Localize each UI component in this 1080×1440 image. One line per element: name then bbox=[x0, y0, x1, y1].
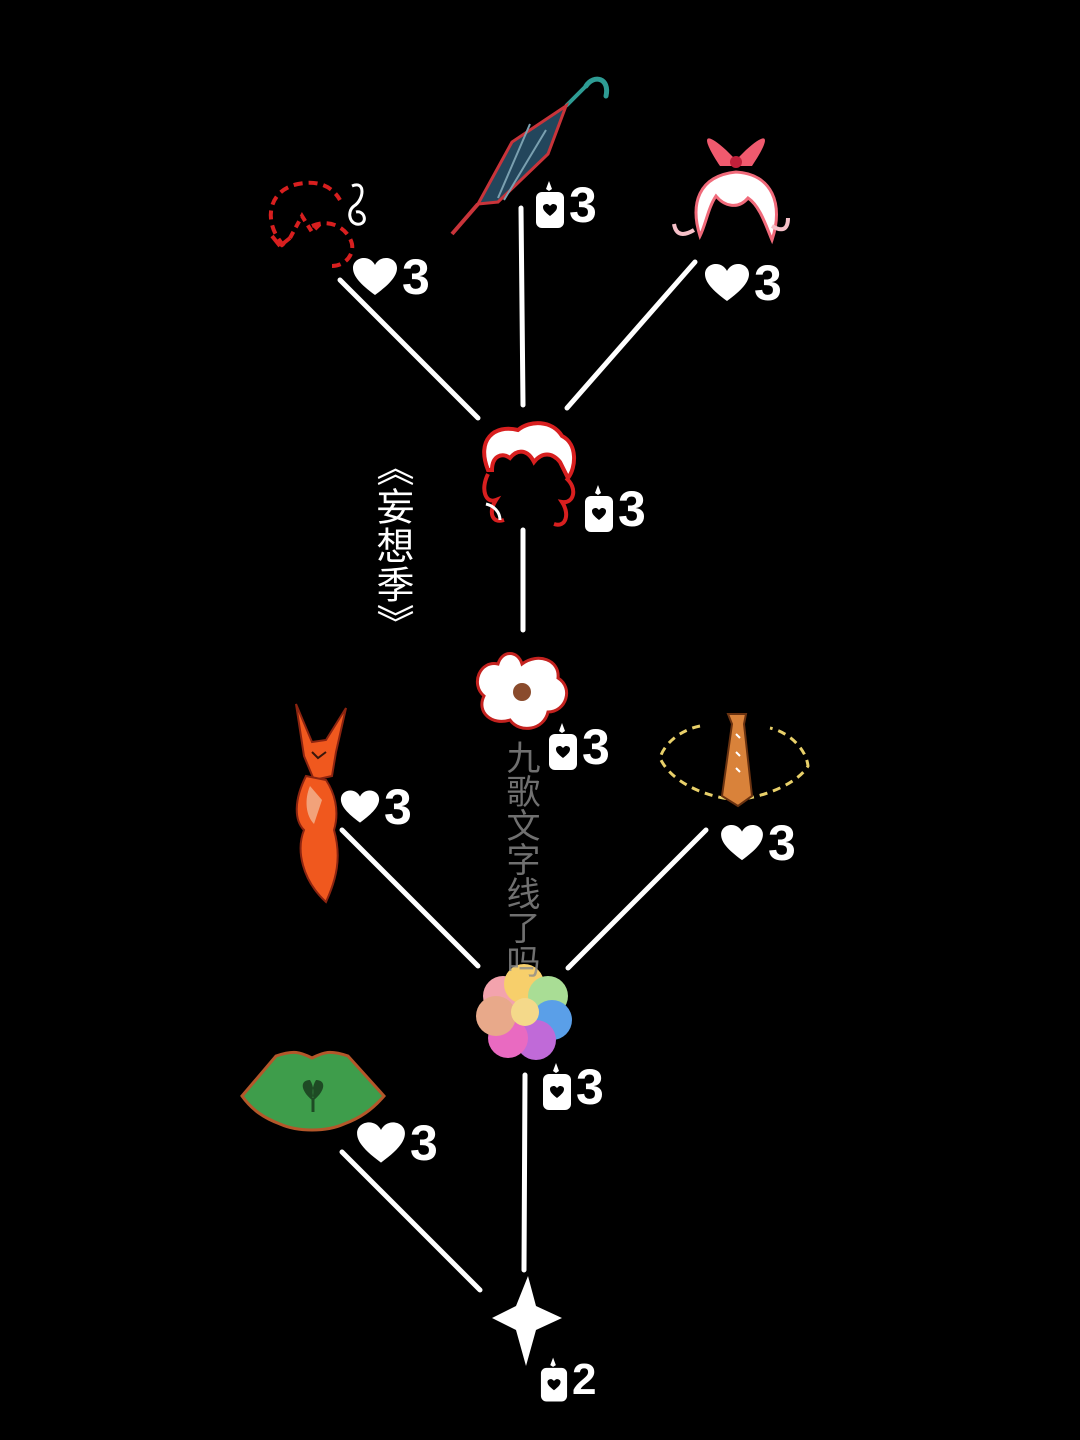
white-flower-icon[interactable] bbox=[476, 652, 569, 730]
umbrella-icon[interactable] bbox=[450, 76, 610, 236]
candle-icon bbox=[540, 1356, 568, 1404]
cost-music-emote: 3 bbox=[352, 252, 430, 302]
connector-line bbox=[518, 205, 526, 408]
heart-icon bbox=[704, 263, 750, 303]
music-note-emote-icon[interactable] bbox=[268, 180, 366, 268]
heart-icon bbox=[340, 789, 380, 825]
cost-value: 3 bbox=[402, 249, 430, 305]
connector-line bbox=[337, 277, 481, 421]
cost-cape: 3 bbox=[720, 818, 796, 868]
tree-connectors bbox=[337, 205, 709, 1293]
connector-line bbox=[521, 1072, 528, 1273]
candle-icon bbox=[584, 484, 614, 534]
cost-value: 3 bbox=[582, 719, 610, 775]
leaf-cape-icon[interactable] bbox=[240, 1050, 386, 1132]
cost-value: 2 bbox=[572, 1355, 597, 1404]
rainbow-flower-icon[interactable] bbox=[476, 964, 572, 1060]
watermark: 九歌文字线了吗 bbox=[500, 740, 540, 978]
cape-icon[interactable] bbox=[658, 713, 810, 808]
heart-icon bbox=[356, 1121, 406, 1165]
cost-curly-hair: 3 bbox=[584, 484, 646, 534]
cost-bow-hair: 3 bbox=[704, 258, 782, 308]
heart-icon bbox=[720, 824, 764, 862]
cost-value: 3 bbox=[569, 177, 597, 233]
cost-leaf-cape: 3 bbox=[356, 1118, 438, 1168]
candle-icon bbox=[548, 722, 578, 772]
cost-fox-prop: 3 bbox=[340, 782, 412, 832]
cost-value: 3 bbox=[384, 779, 412, 835]
cost-umbrella: 3 bbox=[535, 180, 597, 230]
season-title: 《妄想季》 bbox=[370, 448, 414, 643]
heart-icon bbox=[352, 257, 398, 297]
connector-line bbox=[339, 1149, 483, 1293]
bow-hairstyle-icon[interactable] bbox=[672, 138, 790, 245]
connector-line bbox=[565, 827, 709, 971]
fox-icon[interactable] bbox=[295, 703, 347, 904]
candle-icon bbox=[542, 1062, 572, 1112]
cost-value: 3 bbox=[576, 1059, 604, 1115]
cost-value: 3 bbox=[768, 815, 796, 871]
cost-rainbow-flower: 3 bbox=[542, 1062, 604, 1112]
cost-value: 3 bbox=[410, 1115, 438, 1171]
cost-star-spirit: 2 bbox=[540, 1356, 596, 1404]
candle-icon bbox=[535, 180, 565, 230]
connector-line bbox=[564, 259, 698, 411]
cost-value: 3 bbox=[754, 255, 782, 311]
cost-value: 3 bbox=[618, 481, 646, 537]
cost-flower-accessory: 3 bbox=[548, 722, 610, 772]
curly-hairstyle-icon[interactable] bbox=[482, 421, 576, 527]
connector-line bbox=[339, 827, 481, 969]
star-spirit-icon[interactable] bbox=[492, 1276, 562, 1366]
